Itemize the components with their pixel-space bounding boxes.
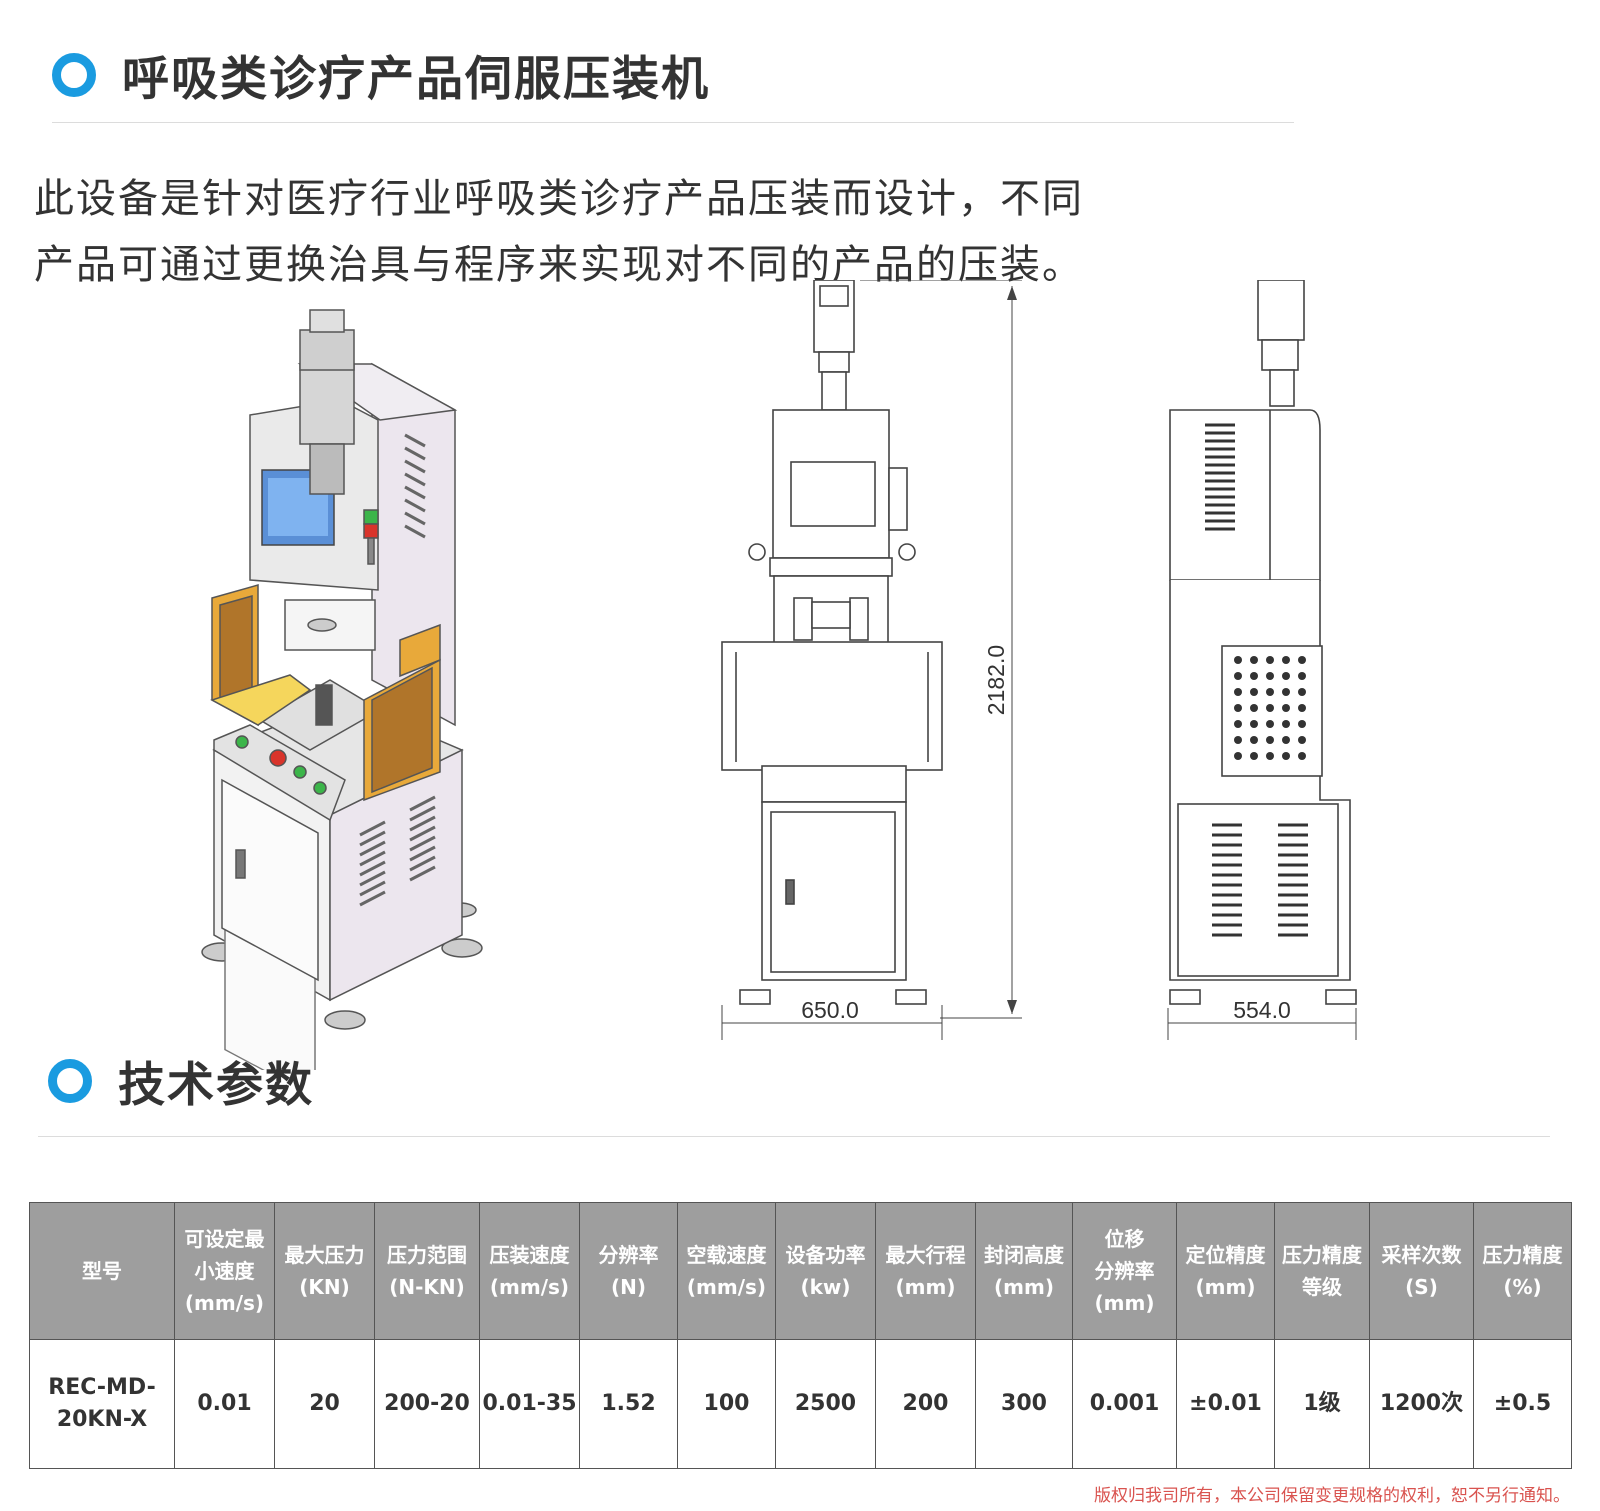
header-text: 空载速度 <box>686 1243 767 1267</box>
table-header-row: 型号 可设定最小速度 (mm/s) 最大压力 (KN) 压力范围 (N-KN) 压装速度 (mm… <box>29 1202 1572 1340</box>
header-text: 分辨率 <box>598 1243 659 1267</box>
table-cell: 0.01 <box>174 1339 275 1469</box>
cell-text: 0.001 <box>1089 1391 1160 1416</box>
header-text: 最大行程 <box>885 1243 966 1267</box>
table-header-cell: 定位精度 (mm) <box>1176 1202 1275 1340</box>
table-header-cell: 压装速度 (mm/s) <box>479 1202 580 1340</box>
table-header-cell: 分辨率 (N) <box>579 1202 678 1340</box>
table-cell: 200 <box>875 1339 976 1469</box>
table-cell: ±0.5 <box>1473 1339 1572 1469</box>
table-header-cell: 空载速度 (mm/s) <box>677 1202 776 1340</box>
header-text: (kw) <box>800 1275 851 1299</box>
cell-text: 0.01-35 <box>482 1391 577 1416</box>
table-cell: 1级 <box>1274 1339 1370 1469</box>
header-text: (mm) <box>1195 1275 1256 1299</box>
cell-text: 200-20 <box>384 1391 470 1416</box>
header-text: 压力精度 <box>1282 1243 1362 1267</box>
table-cell: 100 <box>677 1339 776 1469</box>
cell-text: 20 <box>309 1391 340 1416</box>
description-line: 此设备是针对医疗行业呼吸类诊疗产品压装而设计，不同 <box>34 176 1084 222</box>
header-text: 压装速度 <box>489 1243 570 1267</box>
table-header-cell: 封闭高度 (mm) <box>975 1202 1073 1340</box>
header-text: 压力范围 <box>387 1243 467 1267</box>
header-text: 型号 <box>82 1259 122 1283</box>
header-text: 可设定最 <box>184 1227 265 1251</box>
header-text: 封闭高度 <box>984 1243 1064 1267</box>
table-cell: REC-MD- 20KN-X <box>29 1339 175 1469</box>
header-text: 分辨率 <box>1094 1259 1155 1283</box>
spec-table: 型号 可设定最小速度 (mm/s) 最大压力 (KN) 压力范围 (N-KN) 压装速度 (mm… <box>29 1202 1572 1469</box>
table-header-cell: 压力范围 (N-KN) <box>374 1202 480 1340</box>
table-header-cell: 压力精度 (%) <box>1473 1202 1572 1340</box>
circle-bullet-icon <box>48 1058 92 1103</box>
table-cell: 1200次 <box>1369 1339 1474 1469</box>
copyright-notice: 版权归我司所有，本公司保留变更规格的权利，恕不另行通知。 <box>1094 1486 1570 1506</box>
cell-text: 20KN-X <box>56 1407 148 1432</box>
table-header-cell: 最大行程 (mm) <box>875 1202 976 1340</box>
cell-text: 0.01 <box>197 1391 252 1416</box>
table-header-cell: 采样次数 (S) <box>1369 1202 1474 1340</box>
table-cell: 300 <box>975 1339 1073 1469</box>
table-cell: ±0.01 <box>1176 1339 1275 1469</box>
cell-text: ±0.01 <box>1189 1391 1262 1416</box>
divider <box>38 1136 1550 1137</box>
cell-text: 1.52 <box>601 1391 656 1416</box>
header-text: (mm/s) <box>686 1275 767 1299</box>
cell-text: 1级 <box>1303 1391 1341 1416</box>
header-text: (KN) <box>299 1275 350 1299</box>
cell-text: ±0.5 <box>1493 1391 1552 1416</box>
machine-drawings: 650.0 2182.0 <box>201 280 1357 1070</box>
header-text: 最大压力 <box>284 1243 365 1267</box>
header-text: 等级 <box>1302 1275 1342 1299</box>
cell-text: REC-MD- <box>48 1375 156 1400</box>
side-view-drawing <box>1167 280 1357 1040</box>
cell-text: 300 <box>1001 1391 1047 1416</box>
header-text: 设备功率 <box>785 1243 866 1267</box>
table-header-cell: 可设定最小速度 (mm/s) <box>174 1202 275 1340</box>
header-text: (mm) <box>895 1275 956 1299</box>
header-text: (mm/s) <box>184 1291 265 1315</box>
cell-text: 1200次 <box>1379 1391 1464 1416</box>
section-header-specs: 技术参数 <box>48 1046 314 1115</box>
table-row: REC-MD- 20KN-X 0.01 20 200-20 0.01-35 1.52 100 2… <box>29 1339 1572 1469</box>
isometric-machine-image <box>201 309 483 1070</box>
cell-text: 100 <box>703 1391 750 1416</box>
section-title: 技术参数 <box>118 1058 314 1113</box>
header-text: (S) <box>1405 1275 1438 1299</box>
table-header-cell: 设备功率 (kw) <box>775 1202 876 1340</box>
table-cell: 0.01-35 <box>479 1339 580 1469</box>
circle-bullet-icon <box>52 52 96 97</box>
cell-text: 2500 <box>794 1391 857 1416</box>
description: 此设备是针对医疗行业呼吸类诊疗产品压装而设计，不同 产品可通过更换治具与程序来实… <box>34 166 1194 298</box>
header-text: (%) <box>1503 1275 1542 1299</box>
table-header-cell: 型号 <box>29 1202 175 1340</box>
header-text: 小速度 <box>194 1259 255 1283</box>
table-header-cell: 压力精度等级 <box>1274 1202 1370 1340</box>
dimension-height-label: 2182.0 <box>983 645 1009 715</box>
header-text: (mm) <box>1094 1291 1155 1315</box>
header-text: 定位精度 <box>1185 1243 1266 1267</box>
table-cell: 0.001 <box>1072 1339 1177 1469</box>
divider <box>52 122 1294 123</box>
table-header-cell: 最大压力 (KN) <box>274 1202 375 1340</box>
cell-text: 200 <box>902 1391 949 1416</box>
table-cell: 200-20 <box>374 1339 480 1469</box>
dimension-depth-label: 554.0 <box>1233 997 1291 1023</box>
header-text: 压力精度 <box>1482 1243 1563 1267</box>
table-cell: 2500 <box>775 1339 876 1469</box>
header-text: (N-KN) <box>389 1275 465 1299</box>
table-header-cell: 位移分辨率 (mm) <box>1072 1202 1177 1340</box>
section-header-machine: 呼吸类诊疗产品伺服压装机 <box>52 40 710 109</box>
table-cell: 1.52 <box>579 1339 678 1469</box>
header-text: (mm) <box>994 1275 1054 1299</box>
dimension-width-label: 650.0 <box>801 997 859 1023</box>
header-text: 采样次数 <box>1381 1243 1462 1267</box>
header-text: (N) <box>610 1275 647 1299</box>
header-text: (mm/s) <box>489 1275 570 1299</box>
table-cell: 20 <box>274 1339 375 1469</box>
page-title: 呼吸类诊疗产品伺服压装机 <box>122 52 710 107</box>
header-text: 位移 <box>1104 1227 1145 1251</box>
front-view-drawing <box>721 280 1022 1040</box>
